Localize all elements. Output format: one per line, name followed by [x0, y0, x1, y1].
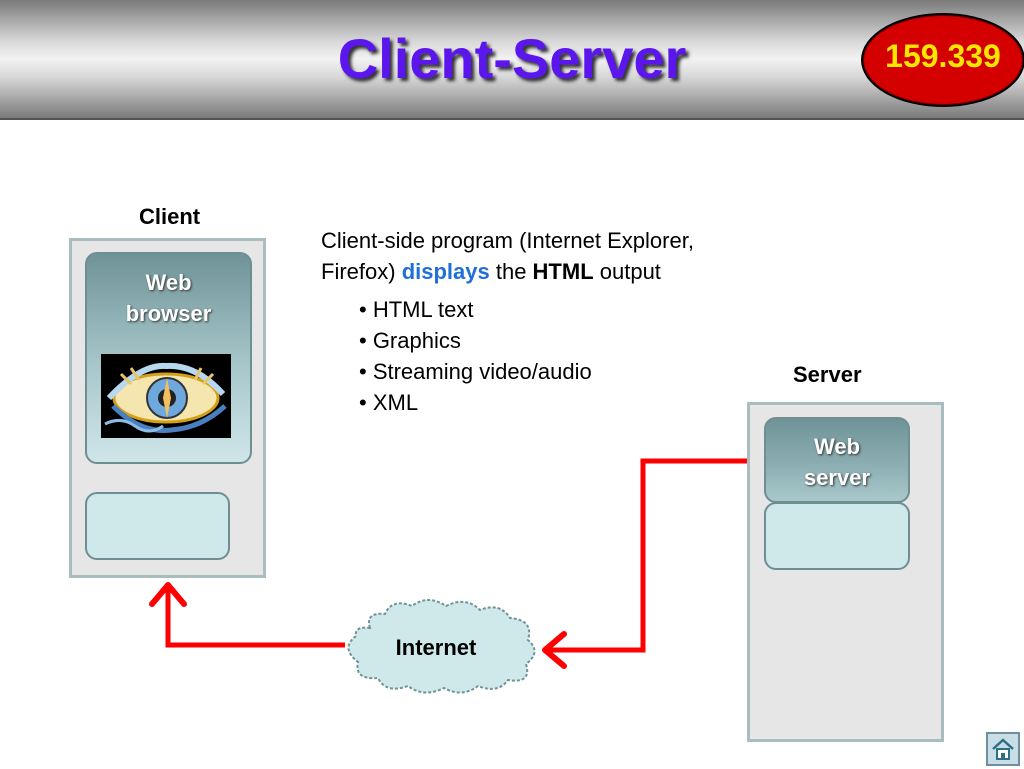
course-badge: 159.339: [861, 13, 1024, 107]
course-code: 159.339: [885, 37, 1001, 74]
bullet-list: • HTML text • Graphics • Streaming video…: [359, 294, 592, 418]
client-arrowhead: [149, 582, 187, 607]
displays-highlight: displays: [401, 259, 490, 284]
client-connector: [165, 585, 345, 648]
server-box: Web server: [747, 402, 944, 742]
client-box: Web browser: [69, 238, 266, 578]
eye-clipart-icon: [101, 354, 231, 438]
description-text-part: Firefox): [321, 259, 402, 284]
description-text-part: the: [489, 259, 533, 284]
web-server-line2: server: [803, 465, 871, 490]
description-text: Client-side program (Internet Explorer, …: [321, 225, 781, 287]
server-connector: [545, 458, 747, 653]
description-text-part: output: [593, 259, 661, 284]
internet-label: Internet: [395, 635, 477, 660]
server-arrowhead: [542, 631, 567, 669]
title-bar: Client-Server 159.339: [0, 0, 1024, 120]
slide-title: Client-Server: [337, 27, 687, 90]
web-browser-line1: Web: [145, 270, 192, 295]
internet-cloud-icon: [347, 599, 536, 694]
web-browser-line2: browser: [125, 301, 212, 326]
server-empty-panel: [764, 502, 910, 570]
client-empty-panel: [85, 492, 230, 560]
html-bold: HTML: [532, 259, 594, 284]
description-line2: Firefox) displays the HTML output: [321, 256, 781, 287]
web-server-line1: Web: [813, 434, 861, 459]
server-label: Server: [793, 362, 862, 387]
bullet-item: • Graphics: [359, 328, 461, 353]
client-label: Client: [139, 204, 201, 229]
description-line1: Client-side program (Internet Explorer,: [321, 228, 694, 253]
bullet-item: • XML: [359, 390, 419, 415]
home-nav-icon[interactable]: [986, 732, 1020, 766]
bullet-item: • Streaming video/audio: [359, 359, 592, 384]
web-browser-tile: Web browser: [85, 252, 252, 464]
bullet-item: • HTML text: [359, 297, 474, 322]
house-icon: [992, 738, 1014, 760]
